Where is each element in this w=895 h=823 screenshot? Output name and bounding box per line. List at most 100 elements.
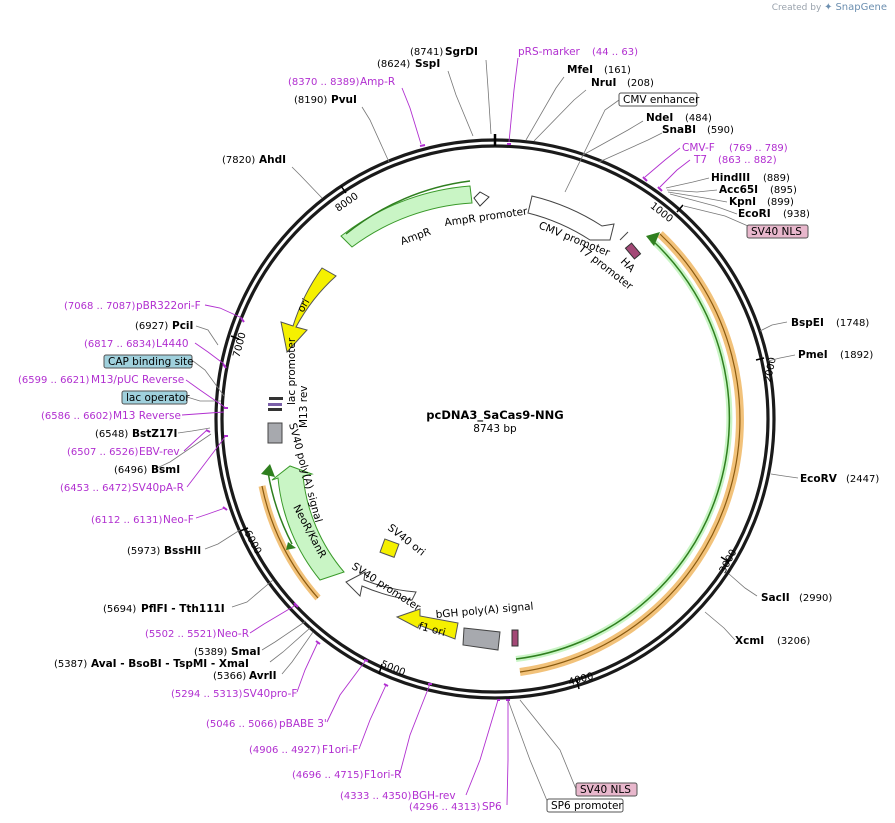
plasmid-name: pcDNA3_SaCas9-NNG: [426, 408, 563, 423]
f1-ori-feature: [395, 608, 459, 640]
enzyme-pos-sspi: (8624): [377, 59, 410, 70]
box-cap-binding-site: [103, 354, 193, 369]
leader-f1ori-r: [399, 683, 431, 774]
enzyme-pos-ecori: (938): [783, 209, 810, 220]
leader-bsmi: [154, 433, 212, 470]
leader-sp6-promoter: [507, 699, 549, 804]
primer-leaders: [181, 57, 691, 806]
leader-acc65i: [666, 189, 718, 193]
enzyme-name-bsmi: BsmI: [151, 464, 180, 476]
enzyme-name-sacii: SacII: [761, 592, 790, 604]
box-label-lac-operator: lac operator: [126, 392, 190, 404]
snapgene-logo: ✦: [824, 2, 833, 13]
ampr-cds: [340, 185, 473, 248]
leader-pvui: [361, 106, 390, 163]
enzyme-pos-nrui: (208): [627, 78, 654, 89]
leader-bspei: [759, 321, 788, 332]
enzyme-pos-hindiii: (889): [763, 173, 790, 184]
enzyme-name-bspei: BspEI: [791, 317, 824, 329]
leader-pflfi: [231, 579, 274, 608]
enzyme-name-nrui: NruI: [591, 77, 616, 89]
leader-t7: [659, 159, 691, 188]
leader-mfei: [525, 76, 565, 141]
primer-range-ebv-rev: (6507 .. 6526): [67, 447, 139, 458]
label-ampr: AmpR: [399, 226, 433, 248]
orange-track-left-inner: [261, 485, 319, 599]
cds-green-left-head-bottom: [286, 542, 296, 550]
primer-name-pbabe3: pBABE 3': [279, 718, 327, 730]
primer-name-f1ori-r: F1ori-R: [364, 769, 401, 781]
leader-bsshii: [204, 529, 241, 550]
lac-operator-mark: [268, 408, 282, 411]
primer-mark-neof: [222, 506, 228, 511]
enzyme-name-sgrdi: SgrDI: [445, 46, 478, 58]
t7-promoter-mark: [619, 231, 629, 241]
primer-range-l4440: (6817 .. 6834): [84, 339, 156, 350]
orange-track-right-inner: [519, 233, 741, 673]
enzyme-pos-kpni: (899): [767, 197, 794, 208]
enzyme-pos-ahdi: (7820): [222, 155, 255, 166]
primer-name-bgh-rev: BGH-rev: [412, 790, 456, 802]
leader-bgh-rev: [465, 699, 499, 796]
enzyme-leaders: [154, 59, 799, 804]
leader-sv40pro-f: [296, 641, 319, 693]
enzyme-name-pvui: PvuI: [331, 94, 357, 106]
sv40-polya-box: [267, 422, 283, 444]
sv40-promoter-arrow: [345, 571, 417, 601]
leader-cmv-f: [644, 147, 681, 178]
primer-range-m13-reverse: (6586 .. 6602): [41, 411, 113, 422]
box-sv40-nls-top: [746, 224, 809, 239]
leader-bstz17i: [177, 427, 211, 434]
primer-range-neo-f: (6112 .. 6131): [91, 515, 163, 526]
box-sp6-promoter: [546, 798, 624, 813]
tick-3000-mark: [720, 556, 730, 563]
leader-snabi: [598, 132, 663, 163]
primer-name-cmv-f: CMV-F: [682, 142, 715, 154]
enzyme-pos-mfei: (161): [604, 65, 631, 76]
bgh-polya-box: [462, 627, 501, 651]
leader-f1ori-f: [358, 684, 387, 750]
leader-pbr322ori-f: [204, 304, 243, 319]
primer-range-m13-puc: (6599 .. 6621): [18, 375, 90, 386]
primer-range-sv40pa-r: (6453 .. 6472): [60, 483, 132, 494]
enzyme-pos-bsmi: (6496): [114, 465, 147, 476]
enzyme-pos-acc65i: (895): [770, 185, 797, 196]
neor-kanr-cds: [271, 465, 345, 581]
leader-sp6: [506, 700, 509, 806]
enzyme-name-avai: AvaI - BsoBI - TspMI - XmaI: [91, 658, 249, 670]
primer-range-f1ori-f: (4906 .. 4927): [249, 745, 321, 756]
label-m13-rev: M13 rev: [298, 385, 310, 428]
orange-track-right: [519, 231, 744, 676]
enzyme-name-ahdi: AhdI: [259, 154, 286, 166]
enzyme-pos-sgrdi: (8741): [410, 47, 443, 58]
primer-name-pbr322ori-f: pBR322ori-F: [136, 300, 201, 312]
ha-tag: [624, 242, 642, 260]
leader-ecori: [669, 193, 738, 215]
leader-m13-reverse: [181, 411, 225, 416]
enzyme-pos-xcmi: (3206): [777, 636, 810, 647]
enzyme-name-snabi: SnaBI: [662, 124, 696, 136]
leader-m13-puc: [185, 379, 227, 409]
enzyme-name-xcmi: XcmI: [735, 635, 764, 647]
primer-name-t7: T7: [693, 154, 707, 166]
cds-green-right-head: [646, 232, 660, 246]
enzyme-name-acc65i: Acc65I: [719, 184, 758, 196]
primer-range-neo-r: (5502 .. 5521): [145, 629, 217, 640]
enzyme-pos-avrii: (5366): [213, 671, 246, 682]
enzyme-name-bsshii: BssHII: [164, 545, 201, 557]
tick-2000: 2000: [763, 356, 779, 383]
tick-1000-mark: [676, 204, 684, 213]
primer-name-amp-r: Amp-R: [360, 76, 395, 88]
sv40-nls-mark-bottom: [511, 629, 519, 647]
enzyme-name-pcii: PciI: [172, 320, 193, 332]
leader-ndei: [582, 120, 644, 156]
box-label-sv40-nls-bottom: SV40 NLS: [580, 784, 631, 796]
leader-sv40nls-bottom: [519, 699, 577, 790]
primer-labels: pRS-marker (44 .. 63) (8370 .. 8389) Amp…: [18, 46, 788, 813]
leader-xcmi: [704, 611, 736, 641]
leader-sgrdi: [485, 59, 492, 135]
cmv-promoter-arrow: [527, 195, 615, 241]
leader-sspi: [447, 70, 474, 137]
leader-smai: [261, 620, 307, 651]
primer-range-pbabe3: (5046 .. 5066): [206, 719, 278, 730]
